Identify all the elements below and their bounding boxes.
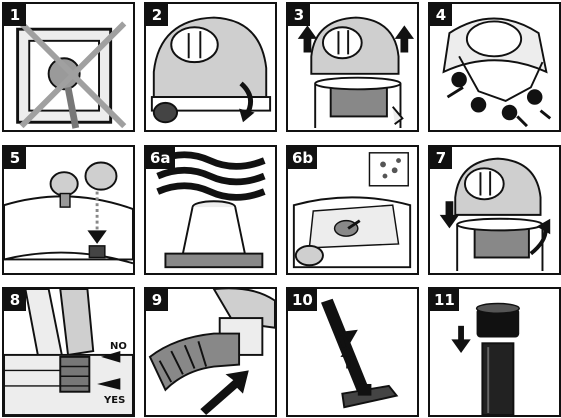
- step-8-panel: 8 NO YES: [2, 287, 135, 417]
- step-2-panel: 2: [144, 2, 277, 132]
- callout-no: NO: [110, 341, 127, 352]
- step-number: 1: [4, 4, 26, 26]
- step-number: 3: [288, 4, 310, 26]
- step-number: 2: [146, 4, 168, 26]
- step-1-panel: 1: [2, 2, 135, 132]
- step-4-panel: 4: [428, 2, 561, 132]
- step-5-panel: 5: [2, 145, 135, 275]
- step-10-panel: 10: [286, 287, 419, 417]
- step-7-panel: 7: [428, 145, 561, 275]
- step-number: 11: [430, 289, 459, 311]
- step-3-panel: 3: [286, 2, 419, 132]
- step-number: 7: [430, 147, 452, 169]
- step-6b-panel: 6b: [286, 145, 419, 275]
- callout-yes: YES: [104, 395, 125, 406]
- step-11-panel: 11: [428, 287, 561, 417]
- step-9-panel: 9: [144, 287, 277, 417]
- step-number: 6a: [146, 147, 175, 169]
- step-number: 4: [430, 4, 452, 26]
- step-number: 10: [288, 289, 317, 311]
- step-number: 8: [4, 289, 26, 311]
- step-6a-panel: 6a: [144, 145, 277, 275]
- step-number: 5: [4, 147, 26, 169]
- step-number: 6b: [288, 147, 317, 169]
- step-number: 9: [146, 289, 168, 311]
